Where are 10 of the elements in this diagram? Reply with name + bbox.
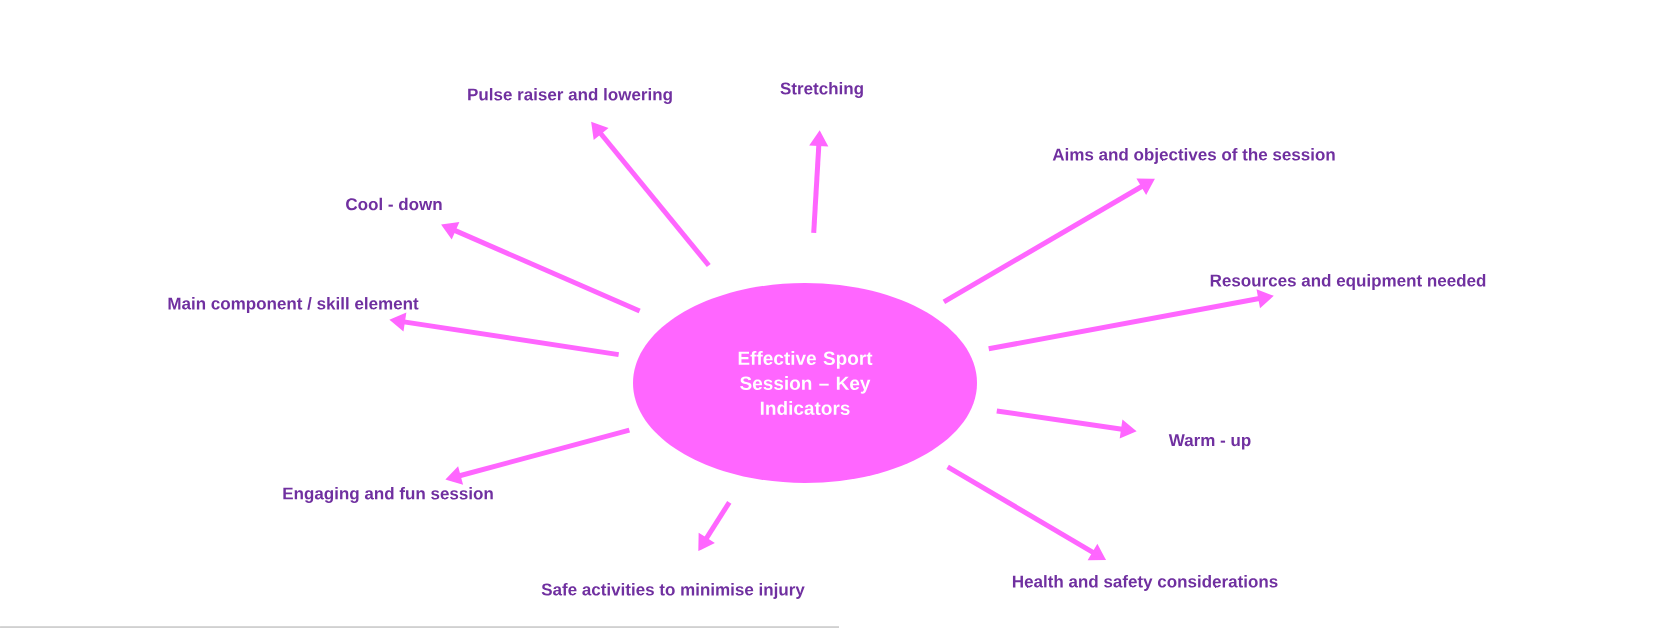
topic-label: Safe activities to minimise injury	[541, 583, 805, 599]
topic-label: Engaging and fun session	[283, 487, 493, 503]
topic-label: Aims and objectives of the session	[1052, 148, 1335, 164]
topic-label: Cool - down	[346, 197, 442, 211]
topic-label: Main component / skill element	[168, 297, 419, 313]
topic-label: Stretching	[780, 82, 863, 98]
topic-label: Health and safety considerations	[1012, 575, 1278, 591]
topic-label: Resources and equipment needed	[1210, 274, 1486, 290]
topic-label: Pulse raiser and lowering	[468, 88, 672, 104]
topic-label: Warm - up	[1168, 434, 1251, 450]
